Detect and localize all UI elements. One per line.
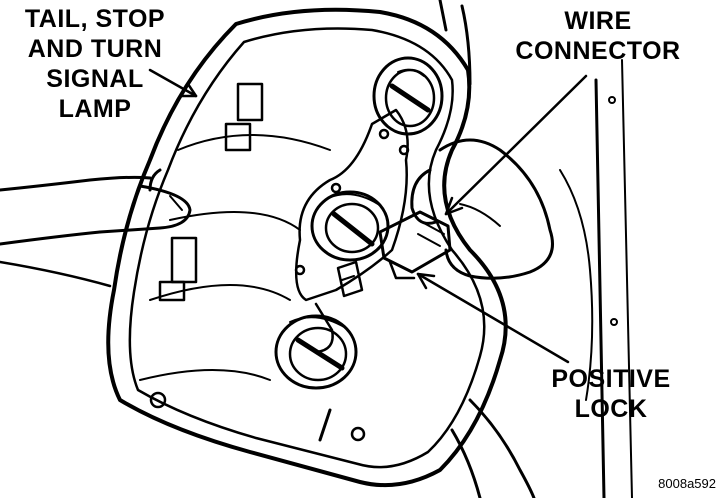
label-tail-stop-turn-signal-lamp: TAIL, STOP AND TURN SIGNAL LAMP [0, 4, 190, 124]
lamp-housing [106, 7, 508, 488]
leader-wire-connector-arrow [444, 74, 588, 216]
lower-arm [450, 398, 536, 498]
label-line: WIRE [564, 7, 632, 35]
label-line: LAMP [58, 95, 132, 123]
lower-bulb-socket [274, 314, 358, 390]
label-line: SIGNAL [46, 65, 144, 93]
upper-bulb-socket [372, 56, 444, 136]
figure-code: 8008a592 [658, 476, 716, 491]
positive-lock-tab [336, 260, 364, 298]
label-line: POSITIVE [551, 365, 671, 393]
vehicle-body-panel [559, 59, 633, 498]
leader-positive-lock-arrow [416, 272, 570, 364]
label-line: CONNECTOR [515, 37, 681, 65]
right-hand [410, 138, 554, 280]
label-line: TAIL, STOP [24, 5, 166, 33]
middle-bulb-socket [310, 190, 390, 262]
leader-lamp-arrow [148, 68, 198, 98]
label-line: AND TURN [27, 35, 163, 63]
wire-connector [336, 210, 452, 298]
label-wire-connector: WIRE CONNECTOR [498, 6, 698, 66]
label-positive-lock: POSITIVE LOCK [536, 364, 686, 424]
label-line: LOCK [574, 395, 648, 423]
left-hand [0, 168, 192, 288]
